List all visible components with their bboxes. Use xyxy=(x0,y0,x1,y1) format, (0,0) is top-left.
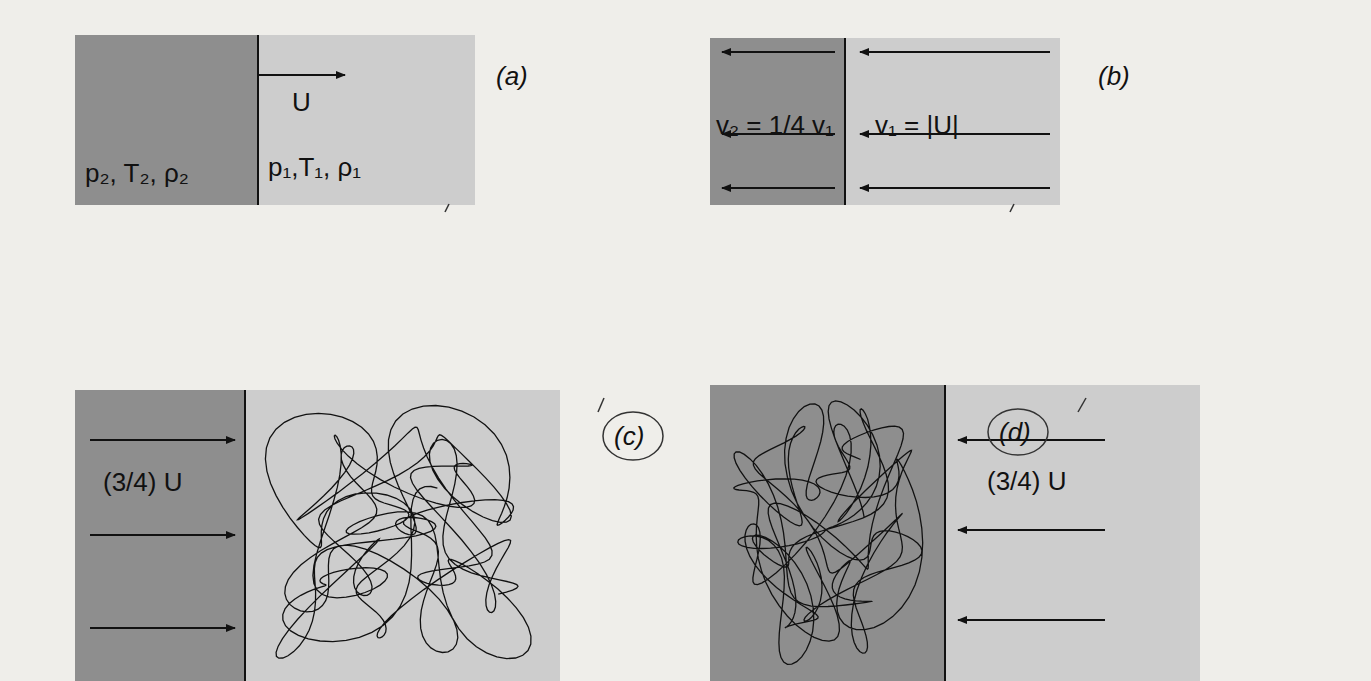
shock-front xyxy=(244,390,246,681)
shocked-region: v₂ = 1/4 v₁ xyxy=(710,38,845,205)
unshocked-region: p₁,T₁, ρ₁ xyxy=(258,35,475,205)
state-label: (3/4) U xyxy=(103,468,182,497)
panel-label: (c) xyxy=(614,422,644,451)
unshocked-region: v₁ = |U| xyxy=(845,38,1060,205)
hand-tick xyxy=(1010,204,1014,212)
shocked-region: p₂, T₂, ρ₂ xyxy=(75,35,258,205)
state-label: (3/4) U xyxy=(987,467,1066,496)
turbulence-tangle xyxy=(265,406,531,659)
shocked-region: (3/4) U xyxy=(75,390,245,681)
shocked-gas xyxy=(710,385,945,681)
hand-tick xyxy=(445,204,449,212)
shocked-gas xyxy=(710,38,845,205)
panel-label: (b) xyxy=(1098,62,1130,91)
state-label: p₁,T₁, ρ₁ xyxy=(268,153,361,182)
hand-tick xyxy=(1078,398,1086,412)
unshocked-gas xyxy=(945,385,1200,681)
state-label: v₁ = |U| xyxy=(875,111,959,140)
state-label: v₂ = 1/4 v₁ xyxy=(716,111,834,140)
shock-front xyxy=(844,38,846,205)
velocity-arrow xyxy=(258,74,345,76)
unshocked-gas xyxy=(245,390,560,681)
shocked-gas xyxy=(75,35,258,205)
state-label: p₂, T₂, ρ₂ xyxy=(85,159,189,188)
hand-circle xyxy=(988,409,1048,455)
hand-tick xyxy=(598,398,604,412)
shock-front xyxy=(257,35,259,205)
shocked-gas xyxy=(75,390,245,681)
flow-arrows xyxy=(958,440,1105,620)
turbulence-tangle xyxy=(734,401,923,664)
unshocked-gas xyxy=(845,38,1060,205)
panel-label: (d) xyxy=(999,418,1031,447)
flow-arrows xyxy=(90,440,235,628)
unshocked-gas xyxy=(258,35,475,205)
hand-circle xyxy=(603,412,663,460)
panel-label: (a) xyxy=(496,62,528,91)
velocity-label: U xyxy=(292,88,311,117)
unshocked-region: (3/4) U xyxy=(945,385,1200,681)
shock-front xyxy=(944,385,946,681)
